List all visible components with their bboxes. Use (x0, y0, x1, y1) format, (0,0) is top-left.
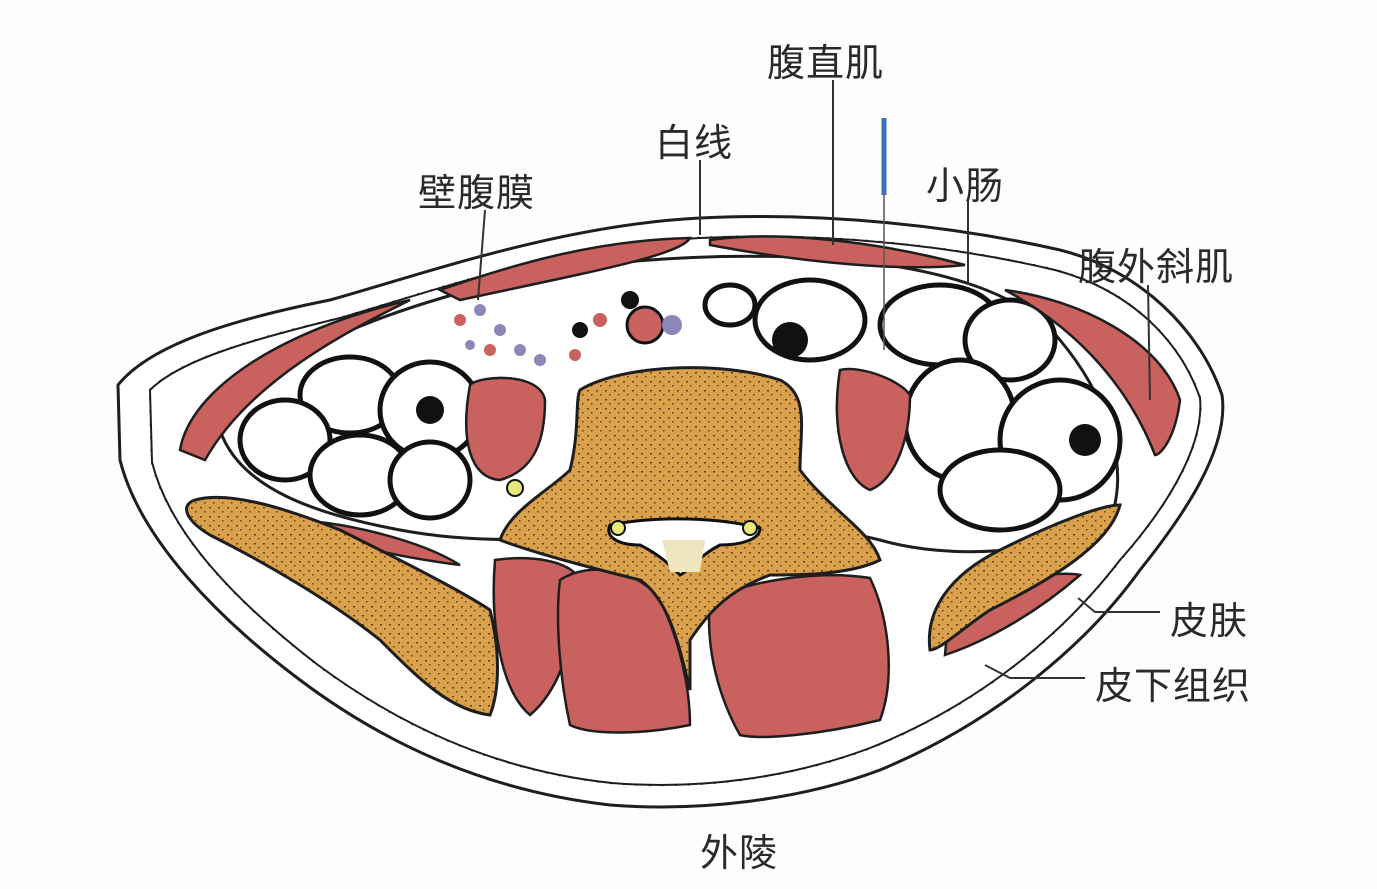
label-parietal-peritoneum: 壁腹膜 (418, 171, 536, 215)
label-external-oblique: 腹外斜肌 (1078, 245, 1235, 289)
label-subcutaneous-tissue: 皮下组织 (1095, 664, 1252, 708)
leader-lines (477, 80, 1160, 679)
label-skin: 皮肤 (1170, 599, 1249, 643)
mesenteric-vessels (454, 304, 682, 497)
rectus-abdominis-left (436, 236, 693, 302)
label-linea-alba: 白线 (655, 121, 734, 165)
muscles (178, 235, 1182, 739)
ilium-right (927, 503, 1122, 652)
ilium-left (185, 495, 499, 717)
rectus-abdominis-right (708, 235, 966, 269)
label-rectus-abdominis: 腹直肌 (767, 41, 885, 85)
external-oblique-left (178, 298, 411, 462)
external-oblique-right (1004, 288, 1182, 457)
label-waileng: 外陵 (700, 831, 779, 875)
label-small-intestine: 小肠 (926, 164, 1005, 208)
